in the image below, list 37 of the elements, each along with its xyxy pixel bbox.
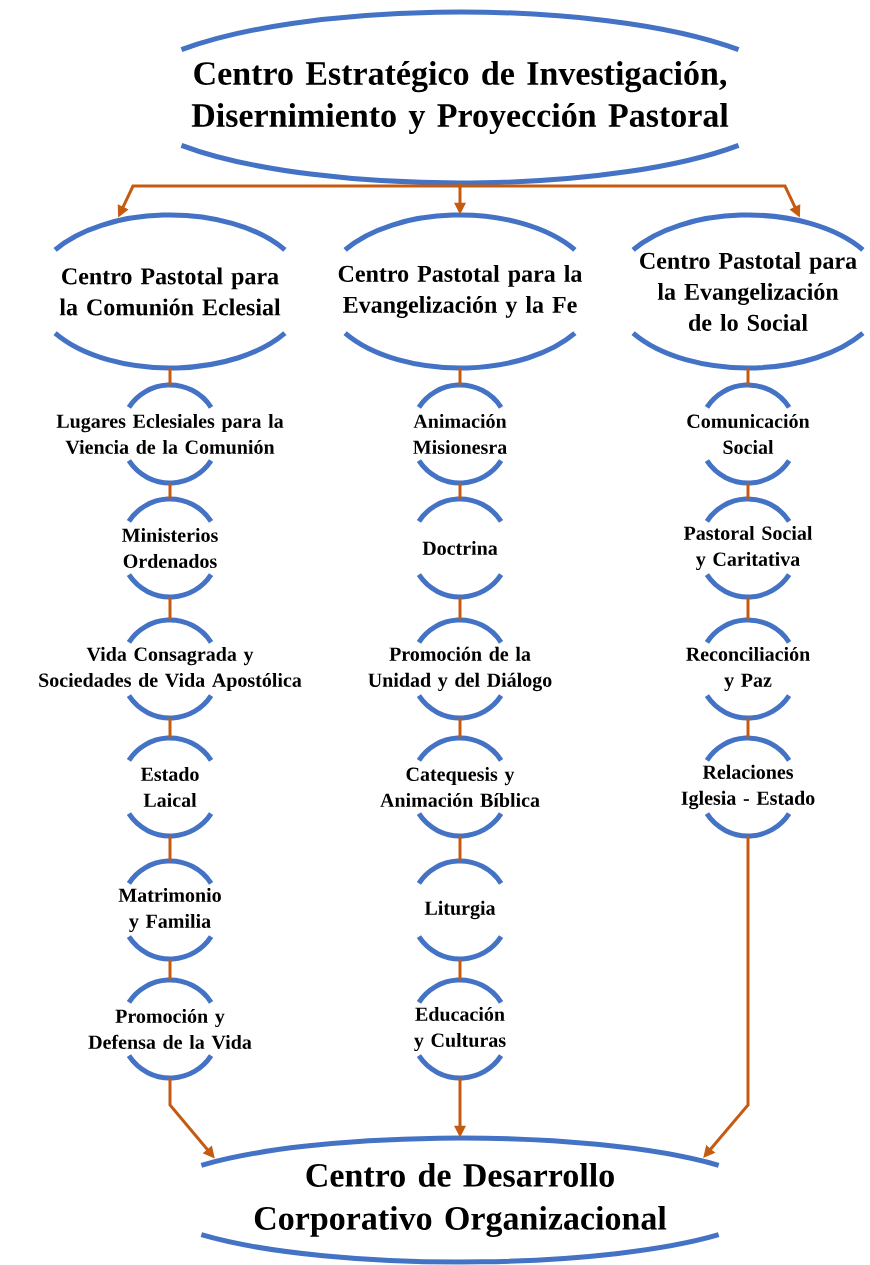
- circle-node: Lugares Eclesiales para la Viencia de la Comunión: [56, 382, 284, 486]
- circle-node: Estado Laical: [126, 735, 214, 839]
- connector-line: [458, 483, 462, 499]
- oval-node: Centro Estratégico de Investigación, Disernimiento y Proyección Pastoral: [180, 9, 740, 186]
- connector-line: [746, 597, 750, 620]
- circle-node: Promoción y Defensa de la Vida: [88, 977, 252, 1081]
- connector-line: [168, 959, 172, 980]
- connector-line: [458, 959, 462, 980]
- connector-line: [168, 597, 172, 620]
- circle-node: Comunicación Social: [687, 382, 810, 486]
- connector-line: [458, 368, 462, 385]
- connector-line: [168, 483, 172, 499]
- circle-node: Vida Consagrada y Sociedades de Vida Apostólica: [39, 617, 302, 721]
- connector-line: [168, 368, 172, 385]
- connector-line: [458, 718, 462, 738]
- circle-node: Animación Misionesra: [413, 382, 507, 486]
- circle-node: Reconciliación y Paz: [686, 617, 810, 721]
- circle-node: Pastoral Social y Caritativa: [683, 496, 813, 600]
- oval-node: Centro Pastotal para la Evangelización y la Fe: [338, 212, 583, 371]
- circle-node: Relaciones Iglesia - Estado: [681, 735, 815, 839]
- connector-line: [168, 718, 172, 738]
- circle-node: Matrimonio y Familia: [118, 858, 221, 962]
- circle-node: Doctrina: [416, 496, 504, 600]
- connector-line: [746, 718, 750, 738]
- connector-line: [746, 483, 750, 499]
- oval-node: Centro de Desarrollo Corporativo Organizacional: [200, 1135, 720, 1265]
- connector-line: [458, 597, 462, 620]
- circle-node: Liturgia: [416, 858, 504, 962]
- circle-node: Promoción de la Unidad y del Diálogo: [368, 617, 552, 721]
- oval-node: Centro Pastotal para la Comunión Eclesial: [53, 212, 287, 371]
- connector-line: [746, 368, 750, 385]
- circle-node: Catequesis y Animación Bíblica: [380, 735, 540, 839]
- circle-node: Ministerios Ordenados: [122, 496, 218, 600]
- connector-line: [168, 836, 172, 861]
- circle-node: Educación y Culturas: [414, 977, 506, 1081]
- connector-line: [458, 836, 462, 861]
- oval-node: Centro Pastotal para la Evangelización de lo Social: [631, 212, 865, 371]
